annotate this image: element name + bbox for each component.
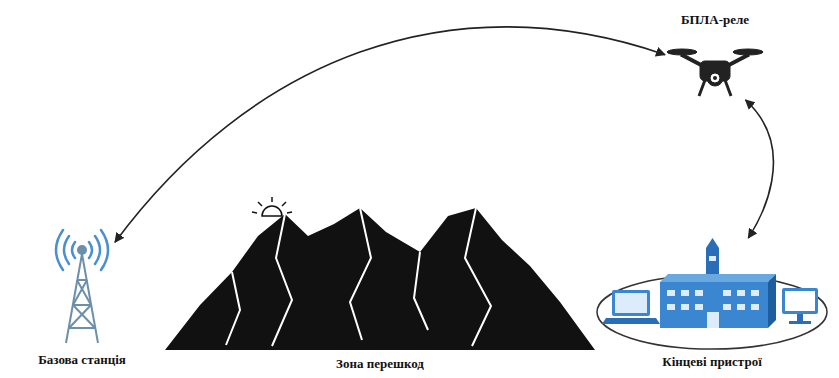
relay-link-arrow (746, 100, 774, 238)
mountain-range-part-part (226, 272, 240, 345)
end-devices-icon-part-part (681, 304, 689, 310)
mountain-range-part-part (414, 252, 428, 330)
base-station-icon (56, 230, 108, 343)
drone-icon (667, 49, 763, 96)
end-devices-icon-part (667, 256, 759, 328)
drone-node (665, 44, 765, 100)
end-devices-icon-part-part (723, 304, 731, 310)
end-devices-icon-part-part (681, 290, 689, 296)
base-station-icon-part-part (95, 236, 100, 264)
end-devices-icon-part (660, 274, 776, 282)
mountain-range-part-part (272, 214, 292, 346)
base-station-icon-part-part (69, 305, 91, 328)
end-devices-icon-part-part (667, 290, 675, 296)
end-devices-icon-part-part (723, 290, 731, 296)
mountain-range-part-part (350, 208, 371, 340)
end-devices-icon-part (789, 321, 811, 324)
end-devices-icon-part-part (695, 304, 703, 310)
base-station-icon-part-part (66, 254, 82, 343)
base-station-icon-part (56, 230, 108, 270)
drone-icon-part (699, 80, 705, 96)
base-station-node (50, 226, 115, 346)
drone-icon-part (747, 52, 750, 57)
end-devices-icon-part-part (751, 290, 759, 296)
mountain-range-part (252, 197, 292, 216)
caption-holder: БПЛА-реле (681, 10, 749, 28)
drone-icon-part (725, 80, 731, 96)
end-devices-icon-part (797, 314, 803, 321)
node-caption: Зона перешкод (336, 356, 424, 371)
end-devices-icon-part-part (707, 312, 719, 328)
base-station-icon-part-part (89, 242, 92, 258)
mountain-range-part-part (465, 208, 491, 346)
end-devices-icon-part (602, 318, 660, 324)
caption-holder: Зона перешкод (336, 354, 424, 372)
end-devices-icon-part-part (667, 304, 675, 310)
mountain-range-part-part (262, 206, 282, 216)
end-devices-icon-part (768, 274, 776, 328)
drone-icon-part (707, 70, 723, 86)
node-caption: Кінцеві пристрої (662, 354, 762, 369)
drone-icon-part (711, 74, 719, 82)
end-devices-icon-part (660, 282, 768, 328)
end-devices-icon-part-part (751, 304, 759, 310)
end-devices-icon-part-part (737, 304, 745, 310)
base-station-icon-part-part (73, 304, 91, 306)
base-station-icon-part-part (101, 230, 108, 270)
obstacle-zone-node (165, 200, 595, 350)
end-devices-icon-part-part (709, 256, 716, 261)
drone-icon-part (713, 76, 717, 80)
end-devices-icon-part (785, 291, 815, 311)
base-station-icon-part-part (82, 254, 98, 343)
caption-holder: Кінцеві пристрої (662, 352, 762, 370)
end-devices-icon-part-part (737, 290, 745, 296)
relay-link-arrow (115, 27, 665, 242)
mountain-range-part (226, 208, 491, 346)
end-devices-icon-part (782, 288, 818, 314)
end-devices-icon-part (615, 293, 647, 313)
end-devices-icon-part (597, 275, 827, 349)
mountain-range-part-part (258, 202, 262, 206)
mountain-range-part (165, 208, 595, 350)
base-station-icon-part-part (72, 242, 75, 258)
caption-holder: Базова станція (38, 350, 126, 368)
base-station-icon-part-part (69, 327, 95, 329)
base-station-icon-part-part (73, 280, 87, 305)
node-caption: Базова станція (38, 352, 126, 367)
base-station-icon-part-part (73, 305, 95, 328)
base-station-icon-part-part (78, 246, 86, 254)
base-station-icon-part (66, 246, 98, 343)
end-devices-icon (597, 238, 827, 349)
node-caption: БПЛА-реле (681, 12, 749, 27)
base-station-icon-part-part (64, 236, 69, 264)
mountain-range-part-part (252, 212, 257, 213)
end-devices-icon-part (612, 290, 650, 316)
end-devices-icon-part-part (695, 290, 703, 296)
mountain-range-part-part (282, 202, 286, 206)
base-station-icon-part-part (56, 230, 63, 270)
mountain-range-part-part (271, 197, 273, 202)
end-devices-node (597, 238, 827, 350)
mountain-range (165, 197, 595, 350)
mountain-range-part-part (287, 212, 292, 213)
drone-icon-part (681, 52, 684, 57)
end-devices-icon-part (706, 238, 719, 248)
